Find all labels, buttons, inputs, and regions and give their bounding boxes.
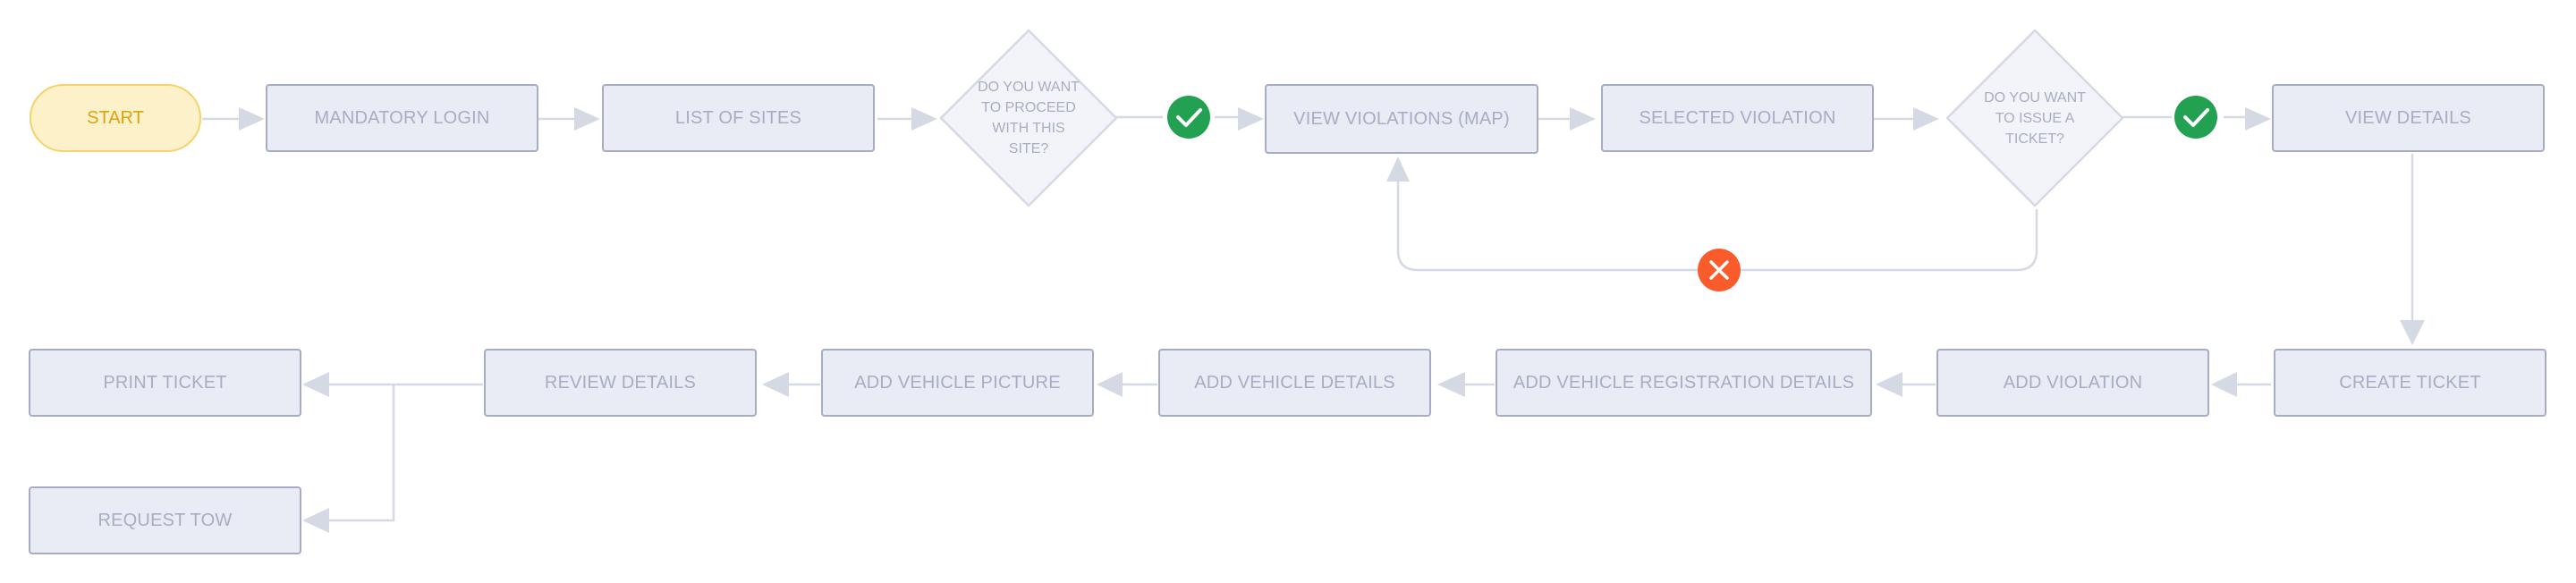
check-icon bbox=[2183, 108, 2209, 127]
selected-violation-node: SELECTED VIOLATION bbox=[1601, 84, 1874, 152]
request-tow-node: REQUEST TOW bbox=[29, 486, 301, 554]
decision-diamond-proceed bbox=[939, 29, 1118, 207]
arrowhead bbox=[1097, 372, 1123, 397]
tow-connector bbox=[327, 384, 395, 522]
no-badge bbox=[1698, 249, 1741, 292]
review-details-node: REVIEW DETAILS bbox=[484, 349, 757, 417]
arrowhead bbox=[574, 107, 600, 131]
start-node: START bbox=[30, 84, 201, 152]
arrowhead bbox=[302, 372, 329, 397]
add-vehicle-picture-node: ADD VEHICLE PICTURE bbox=[821, 349, 1094, 417]
create-ticket-node: CREATE TICKET bbox=[2274, 349, 2546, 417]
arrowhead bbox=[1876, 372, 1902, 397]
arrowhead bbox=[2211, 372, 2237, 397]
arrowhead bbox=[1238, 107, 1264, 131]
decision-issue-label: DO YOU WANT TO ISSUE A TICKET? bbox=[1984, 89, 2086, 147]
arrowhead bbox=[1437, 372, 1465, 397]
add-violation-node: ADD VIOLATION bbox=[1936, 349, 2209, 417]
yes-badge-issue bbox=[2174, 96, 2217, 139]
arrowhead bbox=[762, 372, 789, 397]
decision-proceed-label: DO YOU WANT TO PROCEED WITH THIS SITE? bbox=[978, 80, 1080, 156]
yes-badge-proceed bbox=[1167, 96, 1210, 139]
arrowhead bbox=[1913, 107, 1939, 131]
arrowhead bbox=[1386, 156, 1410, 182]
close-icon bbox=[1709, 260, 1729, 280]
arrowhead bbox=[2245, 107, 2271, 131]
mandatory-login-node: MANDATORY LOGIN bbox=[266, 84, 538, 152]
view-violations-node: VIEW VIOLATIONS (MAP) bbox=[1265, 84, 1538, 154]
arrowhead bbox=[239, 107, 265, 131]
list-of-sites-node: LIST OF SITES bbox=[602, 84, 875, 152]
arrowhead bbox=[911, 107, 937, 131]
add-vehicle-details-node: ADD VEHICLE DETAILS bbox=[1158, 349, 1431, 417]
print-ticket-node: PRINT TICKET bbox=[29, 349, 301, 417]
add-vehicle-registration-node: ADD VEHICLE REGISTRATION DETAILS bbox=[1496, 349, 1872, 417]
check-icon bbox=[1176, 108, 1202, 127]
decision-diamond-issue bbox=[1945, 29, 2124, 207]
view-details-node: VIEW DETAILS bbox=[2272, 84, 2545, 152]
arrowhead bbox=[302, 508, 329, 533]
arrowhead bbox=[2400, 320, 2425, 345]
arrowhead bbox=[1570, 107, 1596, 131]
